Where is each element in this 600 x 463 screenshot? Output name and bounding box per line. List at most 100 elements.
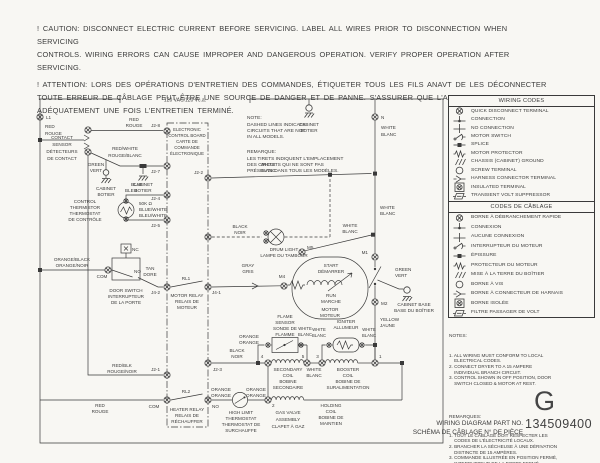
contact-sensor-terminal-top <box>84 126 92 134</box>
notes-lines-en: 1. ALL WIRING MUST CONFORM TO LOCAL ELEC… <box>449 353 557 387</box>
legend-label: MOTOR PROTECTOR <box>471 150 523 156</box>
door-blade <box>111 269 133 278</box>
transient-suppressor-icon <box>452 192 467 199</box>
legend-label: CONNEXION <box>471 224 502 230</box>
schematic-label: MOTOR RELAY <box>170 293 203 298</box>
chassis-ground-icon <box>455 271 466 278</box>
schematic-label: VERT <box>90 168 102 173</box>
schematic-label: DÉMARRER <box>318 268 345 274</box>
schematic-label: BOTIER <box>97 192 115 197</box>
schematic-label: GREEN <box>395 267 411 272</box>
schematic-label: DOOR SWITCH <box>109 288 142 293</box>
drum-terminal-1 <box>263 230 269 236</box>
caution-fr-line3: ADÉQUATEMENT UNE FOIS L'ENTRETIEN TERMIN… <box>37 106 234 115</box>
caution-en-line1: ! CAUTION: DISCONNECT ELECTRIC CURRENT B… <box>37 24 508 46</box>
schematic-label: BLEU <box>125 188 137 193</box>
schematic-label: SENSOR <box>275 320 295 325</box>
schematic-label: DE CONTRÔLE <box>68 216 101 222</box>
flame-sensor-box <box>271 337 299 353</box>
note-line: 3. CONTROL SHOWN IN OFF POSITION, DOOR <box>449 375 552 381</box>
note-line: INTERRUPTEUR DE LA PORTE FERMÉ, <box>449 461 557 463</box>
schematic-label: BOOSTER <box>337 367 360 372</box>
schematic-label: CABINET BASE <box>397 302 430 307</box>
secondary-coil <box>271 359 305 364</box>
note-line: 1. TOUT LE CÂBLAGE DOIT RESPECTER LES <box>449 432 548 438</box>
schematic-label: DORE <box>143 272 156 277</box>
schematic-label: JAUNE <box>380 323 395 328</box>
motor-protector-icon <box>453 262 466 270</box>
notes-block: NOTES: 1. ALL WIRING MUST CONFORM TO LOC… <box>449 323 557 463</box>
schematic-label: J2-8 <box>151 123 160 128</box>
schematic-label: WHITE <box>381 125 396 130</box>
legend-label: SCREW TERMINAL <box>471 167 517 173</box>
schematic-label: ÉLECTRONIQUE <box>170 151 204 156</box>
schematic-label: CABINET <box>299 122 319 127</box>
schematic-label: BLACK <box>232 224 248 229</box>
legend-row: MOTOR PROTECTOR <box>449 149 594 158</box>
igniter-body <box>332 337 360 353</box>
terminal-gas-1 <box>371 359 379 367</box>
schematic-label: RL2 <box>182 389 191 394</box>
schematic-label: BLANC <box>362 333 376 338</box>
border-and-rails <box>39 98 444 444</box>
schematic-label: 5 <box>302 354 305 359</box>
legend-label: CHASSIS (CABINET) GROUND <box>471 159 544 165</box>
legend-row: CONNECTION <box>449 115 594 123</box>
booster-coil <box>325 359 359 364</box>
legend-label: INTERRUPTEUR DU MOTEUR <box>471 243 543 249</box>
schematic-label: GRAY <box>242 263 255 268</box>
legend-label: BORNE À CONNECTEUR DE HARNAIS <box>471 291 564 297</box>
schematic-label: DE CONTACT <box>47 156 77 161</box>
schematic-label: NOIR <box>234 230 246 235</box>
legend-row: BORNE À DÉBRANCHEMENT RAPIDE <box>449 213 594 223</box>
legend-row: BORNE À VIS <box>449 279 594 289</box>
schematic-label: BASE DU BOÎTIER <box>394 307 435 313</box>
caution-fr-line2: TOUTE ERREUR DE CÂBLAGE PEUT ÊTRE UNE SO… <box>37 93 534 102</box>
schematic-label: ROUGE <box>45 131 62 136</box>
schematic-label: ORANGE <box>239 340 259 345</box>
rl2-blade <box>170 393 203 401</box>
schematic-label: RELAIS DE <box>175 413 199 418</box>
schematic-label: ROUGE/NOIR <box>107 369 137 374</box>
schematic-label: J2-7 <box>151 169 160 174</box>
ground-cabinet-base-icon <box>402 296 413 302</box>
schematic-label: RELAIS DE <box>175 299 199 304</box>
schematic-label: NO <box>134 269 141 274</box>
supply-gap-ticks <box>119 95 251 103</box>
legend-row: MISE À LA TERRE DU BOÎTIER <box>449 270 594 280</box>
schematic-label: GREEN <box>88 162 104 167</box>
caution-en-line2: CONTROLS. WIRING ERRORS CAN CAUSE IMPROP… <box>37 50 510 72</box>
schematic-label: ORANGE <box>211 387 231 392</box>
transient-suppressor-icon <box>452 309 467 316</box>
schematic-label: WHITE <box>362 327 376 332</box>
schematic-label: 2 <box>272 403 275 408</box>
terminal-gas-3 <box>318 359 326 367</box>
schematic-label: THERMOSTAT <box>70 211 101 216</box>
schematic-label: ROUGE <box>92 409 109 414</box>
legend-label: BORNE À VIS <box>471 281 504 287</box>
part-label-en: WIRING DIAGRAM PART NO. <box>436 420 523 427</box>
schematic-label: BOBINE <box>279 379 296 384</box>
ground-green-icon <box>101 178 112 184</box>
schematic-label: RÉCHAUFFER <box>171 418 203 424</box>
note-line: 1. ALL WIRING MUST CONFORM TO LOCAL <box>449 352 544 358</box>
legend-label: QUICK DISCONNECT TERMINAL <box>471 108 549 114</box>
schematic-label: ORANGE <box>246 387 266 392</box>
notes-title-en: NOTES: <box>449 334 467 340</box>
high-limit-thermostat <box>232 392 248 408</box>
schematic-label: BOBINE DE <box>335 379 360 384</box>
schematic-label: CLAPET À GAZ <box>272 423 305 429</box>
schematic-label: MOTEUR <box>320 313 341 318</box>
legend-label: HARNESS CONNECTOR TERMINAL <box>471 176 557 182</box>
flame-terminal-left <box>265 342 271 348</box>
control-board-outline <box>166 122 209 428</box>
schematic-label: CABINET <box>96 186 116 191</box>
schematic-label: TAN <box>146 266 155 271</box>
harness-connector-icon <box>453 289 466 298</box>
motor-protector-zigzag <box>287 280 305 290</box>
note-line: ELECTRICAL CODES. <box>449 358 502 364</box>
schematic-label: N <box>381 115 384 120</box>
